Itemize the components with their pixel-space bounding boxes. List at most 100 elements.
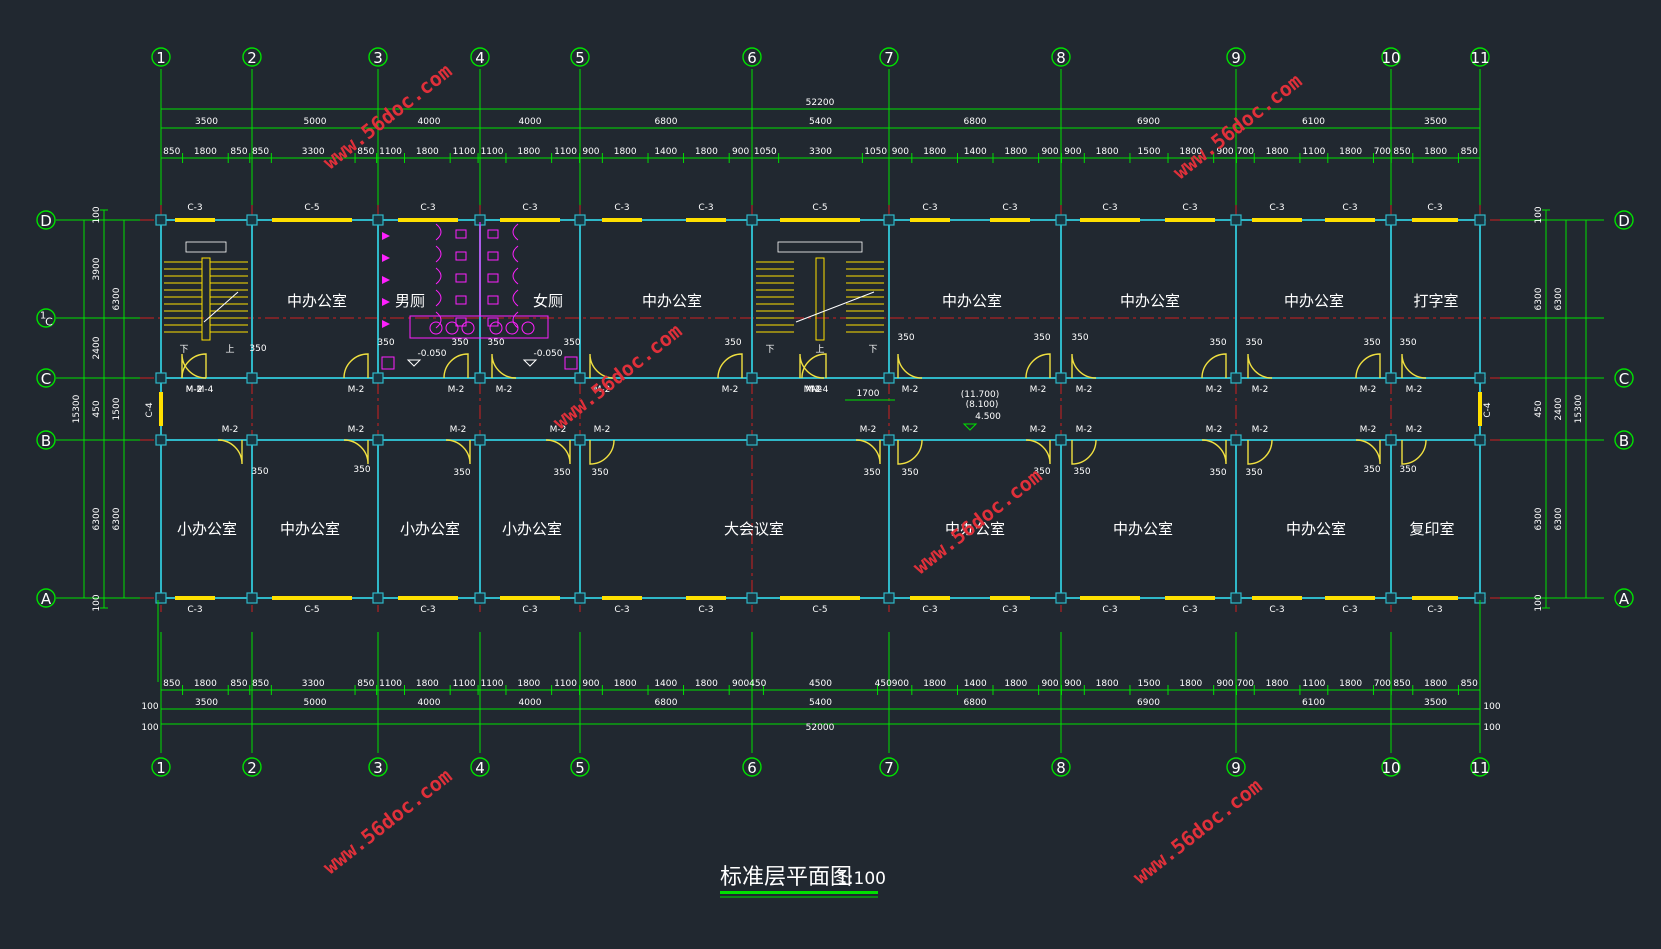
window-north-3 xyxy=(500,218,560,222)
axis-bubble-label-1c-main: C xyxy=(45,316,53,329)
door-label-north-12: M-2 xyxy=(1206,385,1223,395)
column-8-3 xyxy=(1055,592,1067,604)
dim-bottom-detail-label-27: 1500 xyxy=(1138,679,1161,689)
axis-bubble-col-5-bottom xyxy=(570,757,590,777)
column-10-2 xyxy=(1385,434,1397,446)
column-3-3 xyxy=(372,592,384,604)
dim-350-south-6: 350 xyxy=(901,468,918,478)
dim-bottom-bays-label-6: 6800 xyxy=(964,698,987,708)
stair-rail-2 xyxy=(777,241,863,253)
dim-top-detail-label-15: 1800 xyxy=(695,147,718,157)
axis-bubble-col-5-top xyxy=(570,47,590,67)
dim-left-total-label-0: 15300 xyxy=(72,394,82,423)
room-south-7: 中办公室 xyxy=(1286,520,1346,538)
dim-top-detail-label-11: 1100 xyxy=(554,147,577,157)
dim-top-detail-label-16: 900 xyxy=(732,147,749,157)
axis-bubble-label-col-3-top: 3 xyxy=(373,49,383,67)
room-south-0: 小办公室 xyxy=(177,520,237,538)
dim-bottom-detail-label-25: 900 xyxy=(1064,679,1081,689)
dim-bottom-detail-label-6: 1100 xyxy=(379,679,402,689)
dim-top-detail-label-35: 850 xyxy=(1393,147,1410,157)
window-east xyxy=(1478,392,1482,426)
dim-bottom-detail-label-23: 1800 xyxy=(1004,679,1027,689)
axis-bubble-col-9-top xyxy=(1226,47,1246,67)
door-label-south-4: M-2 xyxy=(594,425,611,435)
dim-350-north-2: 350 xyxy=(451,338,468,348)
dim-bottom-detail-label-22: 1400 xyxy=(964,679,987,689)
dim-left-mid-label-1: 1500 xyxy=(112,397,122,420)
dim-bottom-detail-label-36: 1800 xyxy=(1424,679,1447,689)
window-label-south-4: C-3 xyxy=(614,605,629,615)
room-south-6: 中办公室 xyxy=(1113,520,1173,538)
dim-top-detail-label-5: 850 xyxy=(357,147,374,157)
axis-bubble-label-col-9-top: 9 xyxy=(1231,49,1241,67)
stair-1 xyxy=(164,241,248,341)
window-label-north-5: C-3 xyxy=(698,203,713,213)
axis-bubble-row-0-left xyxy=(36,210,56,230)
dim-bottom-detail-label-14: 1400 xyxy=(654,679,677,689)
dim-1700: 1700 xyxy=(857,389,880,399)
dim-left-mid-label-2: 6300 xyxy=(112,507,122,530)
dim-bottom-edge-l1: 100 xyxy=(141,702,158,712)
dim-bottom-bays-label-1: 5000 xyxy=(304,698,327,708)
dim-top-bays-label-9: 3500 xyxy=(1424,117,1447,127)
dim-bottom-detail-label-19: 450 xyxy=(875,679,892,689)
window-label-south-6: C-5 xyxy=(812,605,827,615)
dim-top-detail-label-25: 900 xyxy=(1064,147,1081,157)
dim-350-north-0: 350 xyxy=(249,344,266,354)
toilet-partition-1 xyxy=(435,245,519,263)
watermark-3: www.56doc.com xyxy=(908,464,1046,579)
level-toilet-2: -0.050 xyxy=(533,349,562,359)
dim-right-total-label-0: 15300 xyxy=(1574,394,1584,423)
dim-top-detail-label-9: 1100 xyxy=(481,147,504,157)
dim-left-mid-label-0: 6300 xyxy=(112,287,122,310)
column-8-1 xyxy=(1055,372,1067,384)
dim-top-detail-label-36: 1800 xyxy=(1424,147,1447,157)
door-label-south-12: M-2 xyxy=(1406,425,1423,435)
window-label-north-11: C-3 xyxy=(1269,203,1284,213)
column-2-0 xyxy=(246,214,258,226)
axis-bubble-label-col-1-top: 1 xyxy=(156,49,166,67)
room-south-8: 复印室 xyxy=(1409,520,1454,538)
dim-top-detail-label-34: 700 xyxy=(1374,147,1391,157)
toilet-stall-r-3 xyxy=(487,295,499,305)
stair-well-1 xyxy=(201,257,211,341)
window-label-north-8: C-3 xyxy=(1002,203,1017,213)
axis-bubble-label-col-6-top: 6 xyxy=(747,49,757,67)
column-10-3 xyxy=(1385,592,1397,604)
column-7-3 xyxy=(883,592,895,604)
dim-bottom-bays-label-4: 6800 xyxy=(655,698,678,708)
window-label-north-7: C-3 xyxy=(922,203,937,213)
dim-350-north-5: 350 xyxy=(724,338,741,348)
dim-top-detail-label-20: 900 xyxy=(892,147,909,157)
column-1-1 xyxy=(155,372,167,384)
axis-bubble-col-11-bottom xyxy=(1470,757,1490,777)
dim-left-fine-label-0: 100 xyxy=(92,206,102,223)
dim-left-fine-label-3: 450 xyxy=(92,400,102,417)
door-swing-s7 xyxy=(1025,439,1051,465)
window-north-12 xyxy=(1325,218,1375,222)
dim-bottom-detail-label-15: 1800 xyxy=(695,679,718,689)
dim-top-detail-label-21: 1800 xyxy=(923,147,946,157)
dim-top-detail-label-22: 1400 xyxy=(964,147,987,157)
dim-350-south-10: 350 xyxy=(1245,468,1262,478)
axis-bubble-col-3-top xyxy=(368,47,388,67)
room-north-2: 女厕 xyxy=(533,292,563,310)
axis-bubble-col-6-top xyxy=(742,47,762,67)
window-north-2 xyxy=(398,218,458,222)
axis-bubble-row-0-right xyxy=(1614,210,1634,230)
window-label-south-7: C-3 xyxy=(922,605,937,615)
door-label-north-4: M-2 xyxy=(496,385,513,395)
dim-right-fine-label-3: 6300 xyxy=(1534,507,1544,530)
sink-m-1 xyxy=(445,321,459,335)
door-label-m4-1: M-4 xyxy=(197,385,214,395)
dim-350-south-0: 350 xyxy=(251,467,268,477)
axis-bubble-col-4-bottom xyxy=(470,757,490,777)
door-swing-n9 xyxy=(897,353,923,379)
toilet-stall-l-1 xyxy=(455,251,467,261)
dim-top-detail-label-26: 1800 xyxy=(1096,147,1119,157)
door-label-north-9: M-2 xyxy=(902,385,919,395)
dim-bottom-detail-label-4: 3300 xyxy=(302,679,325,689)
dim-350-south-8: 350 xyxy=(1073,467,1090,477)
